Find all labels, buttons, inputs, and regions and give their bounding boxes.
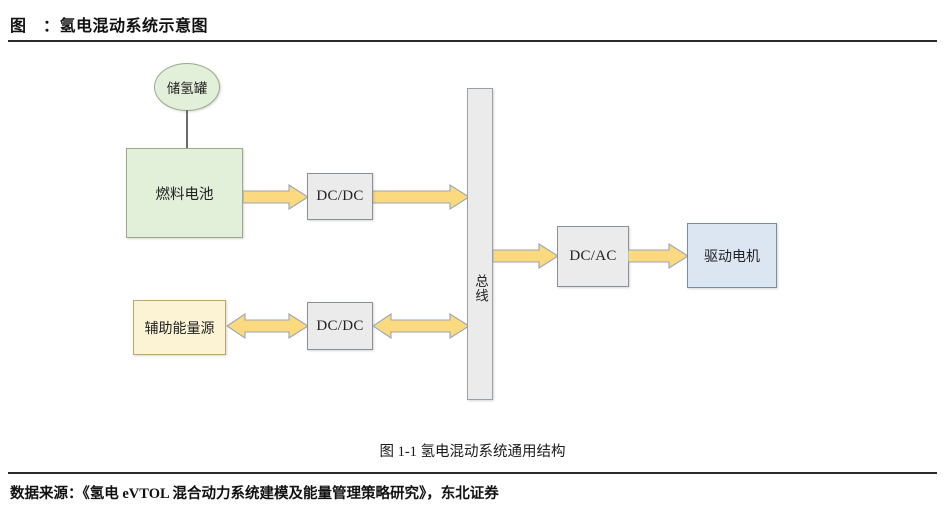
node-hydrogen-tank-label: 储氢罐 bbox=[166, 81, 208, 96]
node-dcac-label: DC/AC bbox=[569, 248, 617, 264]
node-dcdc-top-label: DC/DC bbox=[316, 188, 364, 204]
arrow-dcdc-to-bus-top bbox=[372, 184, 470, 210]
node-dc-bus: 总线 bbox=[467, 88, 493, 400]
footer-divider bbox=[8, 472, 937, 474]
node-dcac-inverter: DC/AC bbox=[557, 226, 629, 287]
node-fuel-cell: 燃料电池 bbox=[126, 148, 243, 238]
page-title: 图 ：氢电混动系统示意图 bbox=[10, 18, 209, 35]
system-diagram: 储氢罐 燃料电池 DC/DC 辅助能量源 DC/DC bbox=[0, 44, 945, 464]
header-divider bbox=[8, 40, 937, 42]
node-fuel-cell-label: 燃料电池 bbox=[155, 186, 214, 203]
arrow-fuelcell-to-dcdc bbox=[243, 184, 309, 210]
arrow-dcac-to-motor bbox=[628, 243, 689, 269]
node-dc-bus-label: 总线 bbox=[473, 273, 489, 303]
node-drive-motor: 驱动电机 bbox=[687, 223, 777, 288]
arrow-dcdc-to-bus-bidirectional bbox=[372, 313, 470, 339]
connector-tank-to-fuelcell bbox=[186, 110, 188, 149]
figure-caption: 图 1-1 氢电混动系统通用结构 bbox=[379, 444, 566, 460]
node-auxiliary-energy-source-label: 辅助能量源 bbox=[144, 321, 215, 337]
node-auxiliary-energy-source: 辅助能量源 bbox=[133, 300, 226, 355]
node-drive-motor-label: 驱动电机 bbox=[704, 249, 760, 265]
arrow-aux-to-dcdc-bidirectional bbox=[226, 313, 309, 339]
node-dcdc-converter-top: DC/DC bbox=[307, 173, 373, 220]
node-hydrogen-tank: 储氢罐 bbox=[154, 63, 220, 111]
node-dcdc-bottom-label: DC/DC bbox=[316, 317, 364, 334]
arrow-bus-to-dcac bbox=[493, 243, 559, 269]
data-source-note: 数据来源：《氢电 eVTOL 混合动力系统建模及能量管理策略研究》，东北证券 bbox=[10, 486, 499, 502]
node-dcdc-converter-bottom: DC/DC bbox=[307, 302, 373, 350]
